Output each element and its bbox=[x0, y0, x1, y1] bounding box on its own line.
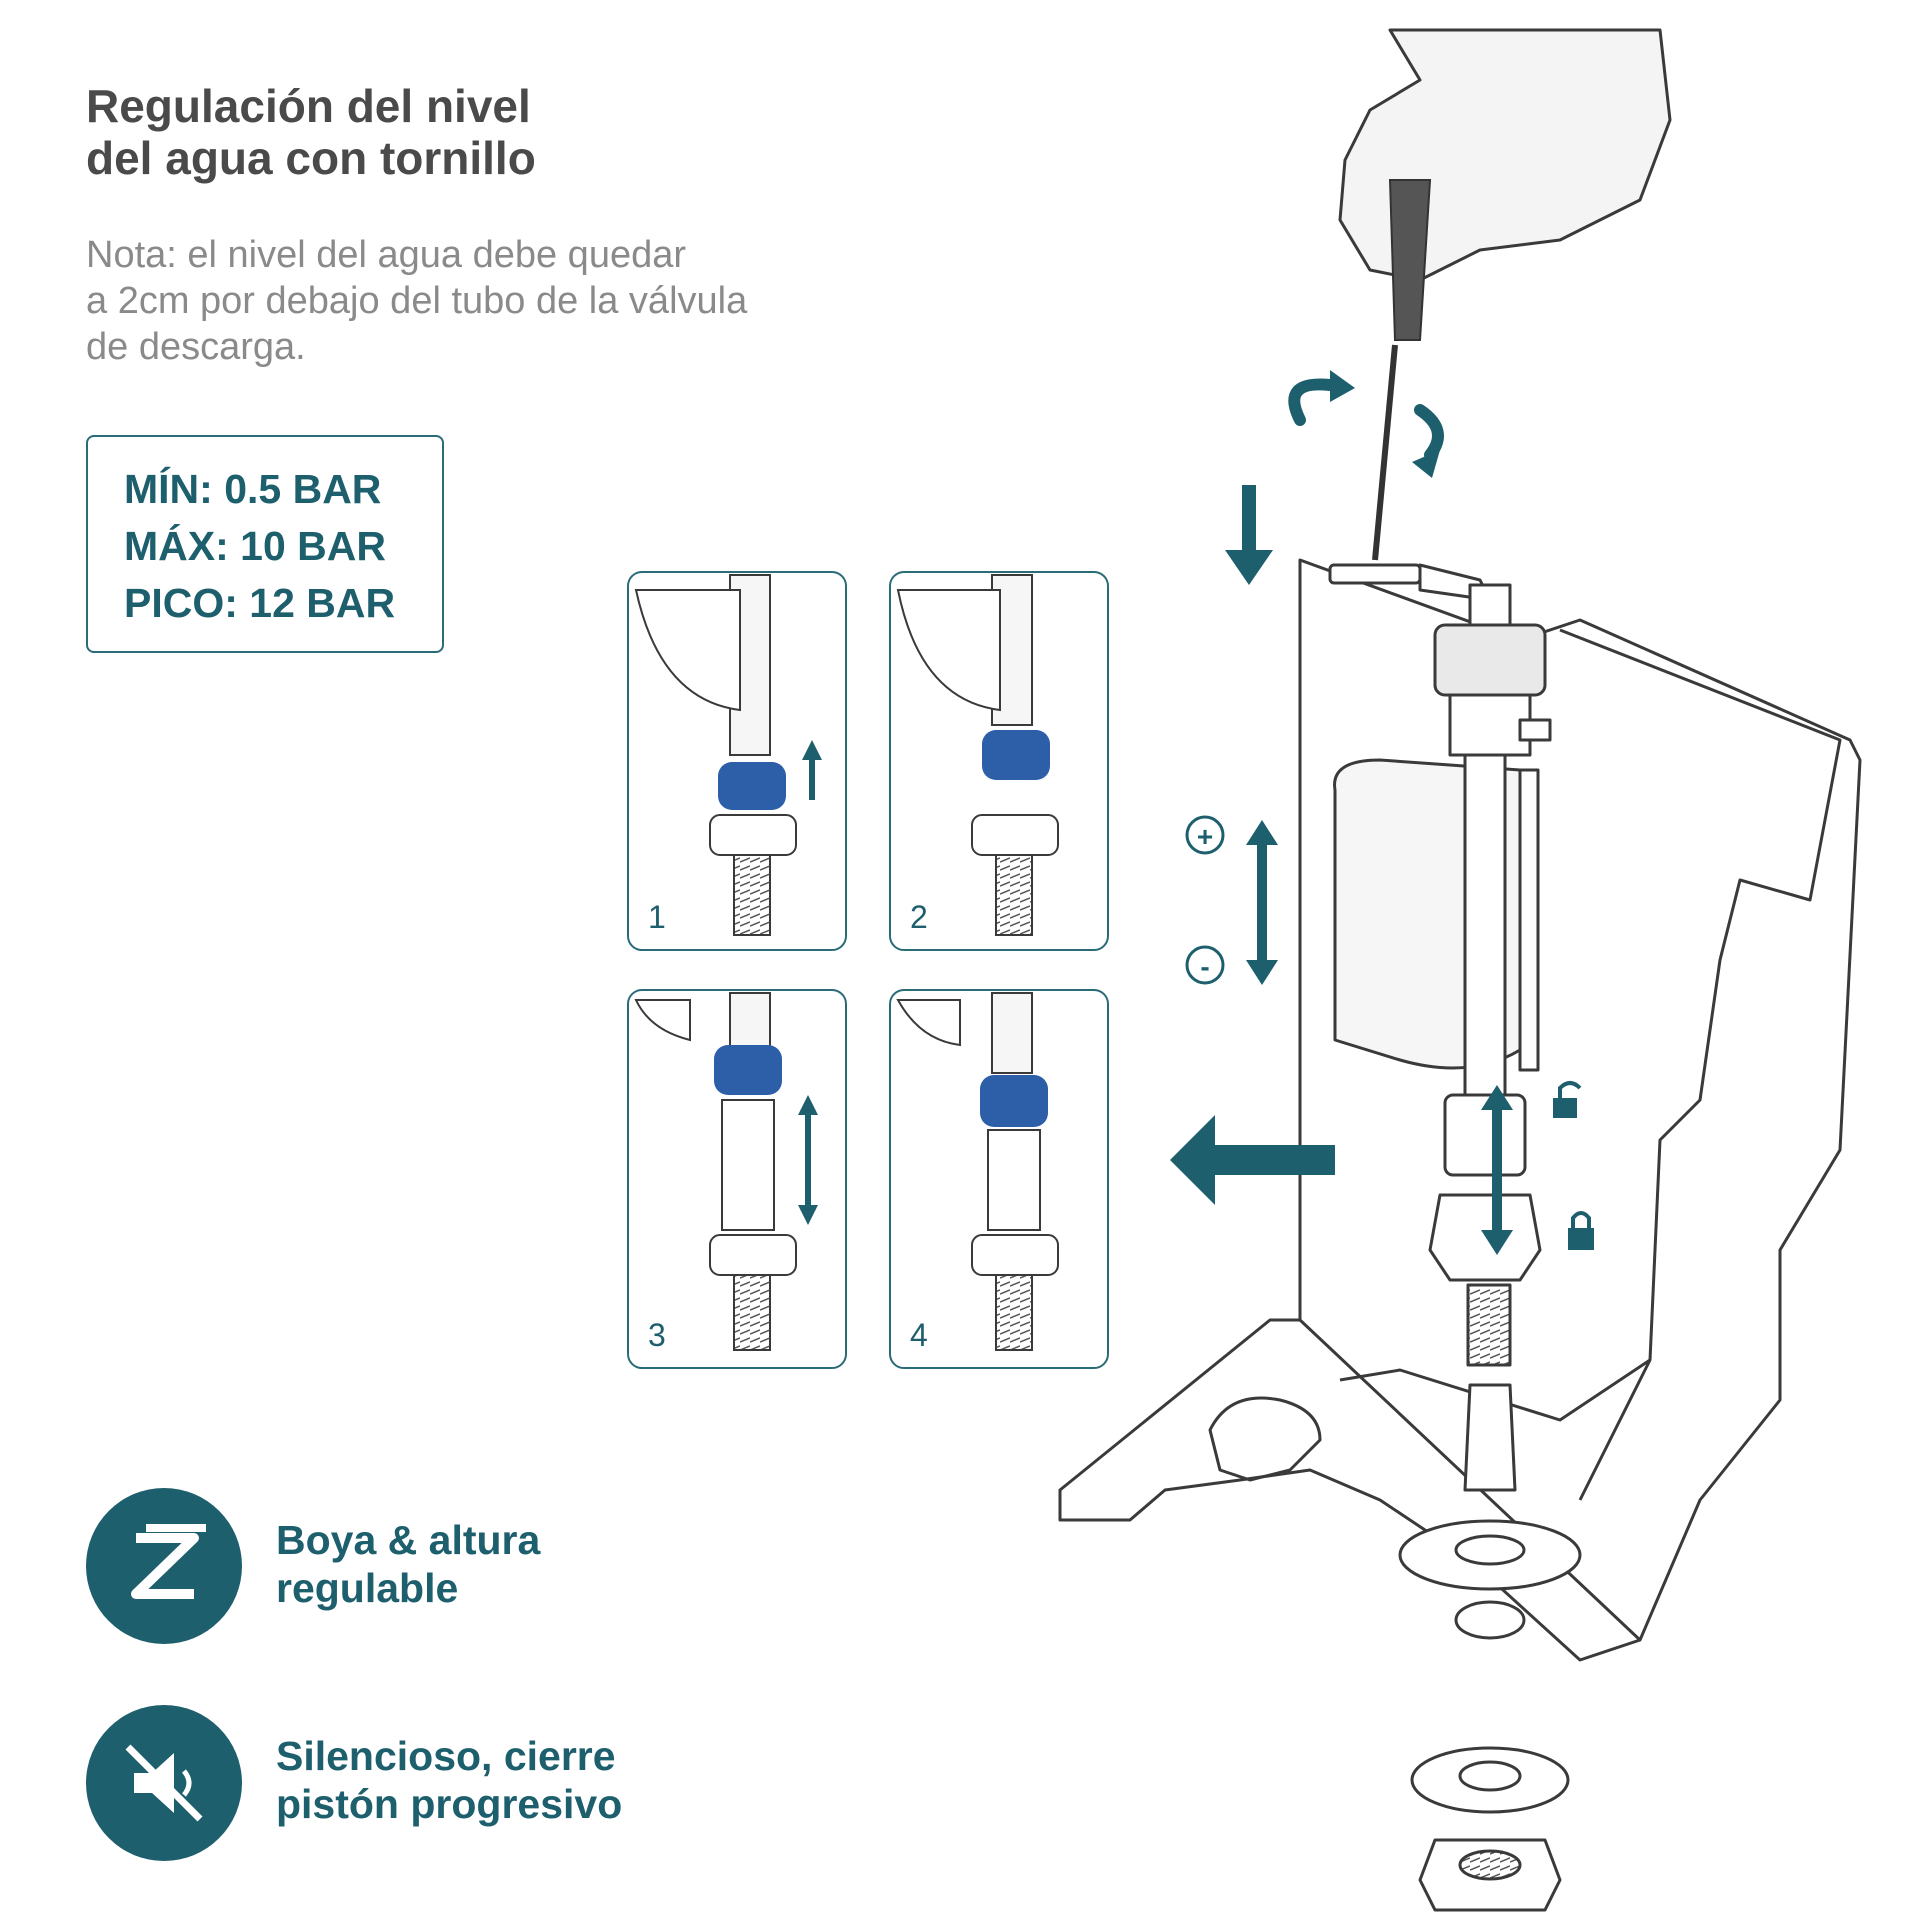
step-number-2: 2 bbox=[910, 899, 928, 935]
level-adjust-indicator: + - bbox=[1185, 815, 1278, 985]
feature-silent-icon-circle bbox=[86, 1705, 242, 1861]
feature-adjustable-icon-circle bbox=[86, 1488, 242, 1644]
step-panel-1: 1 bbox=[627, 571, 847, 951]
press-down-arrow-icon bbox=[1225, 485, 1273, 585]
lock-icon bbox=[1568, 1211, 1594, 1250]
page-title: Regulación del nivel del agua con tornil… bbox=[86, 80, 536, 184]
rotation-arrow-head-left bbox=[1330, 370, 1355, 402]
adjustable-height-icon bbox=[131, 1524, 206, 1599]
step-number-4: 4 bbox=[910, 1317, 928, 1353]
fill-valve-assembly bbox=[1328, 563, 1582, 1912]
step-number-3: 3 bbox=[648, 1317, 666, 1353]
step-panel-3: 3 bbox=[627, 989, 847, 1369]
feature-adjustable-text: Boya & altura regulable bbox=[276, 1517, 541, 1611]
hand-illustration bbox=[1338, 28, 1672, 282]
level-down-icon bbox=[1185, 945, 1225, 985]
installation-note: Nota: el nivel del agua debe quedar a 2c… bbox=[86, 234, 748, 368]
level-minus-label: - bbox=[1200, 951, 1209, 982]
spec-peak-pressure: PICO: 12 BAR bbox=[124, 580, 396, 626]
height-adjust-arrow-icon bbox=[1481, 1085, 1513, 1255]
screwdriver bbox=[1372, 179, 1432, 561]
pressure-specs-box: MÍN: 0.5 BAR MÁX: 10 BAR PICO: 12 BAR bbox=[86, 435, 444, 653]
step-panel-2: 2 bbox=[889, 571, 1109, 951]
rotation-arrows-icon bbox=[1288, 378, 1444, 461]
left-arrow-icon bbox=[1170, 1115, 1335, 1205]
unlock-icon bbox=[1553, 1081, 1582, 1118]
step-panel-4: 4 bbox=[889, 989, 1109, 1369]
level-up-icon bbox=[1185, 815, 1225, 855]
step-number-1: 1 bbox=[648, 899, 666, 935]
spec-min-pressure: MÍN: 0.5 BAR bbox=[124, 466, 382, 512]
level-plus-label: + bbox=[1197, 821, 1213, 852]
rotation-arrow-head-right bbox=[1412, 450, 1440, 478]
spec-max-pressure: MÁX: 10 BAR bbox=[124, 523, 386, 569]
feature-silent-text: Silencioso, cierre pistón progresivo bbox=[276, 1733, 623, 1827]
silent-speaker-icon bbox=[125, 1744, 203, 1822]
